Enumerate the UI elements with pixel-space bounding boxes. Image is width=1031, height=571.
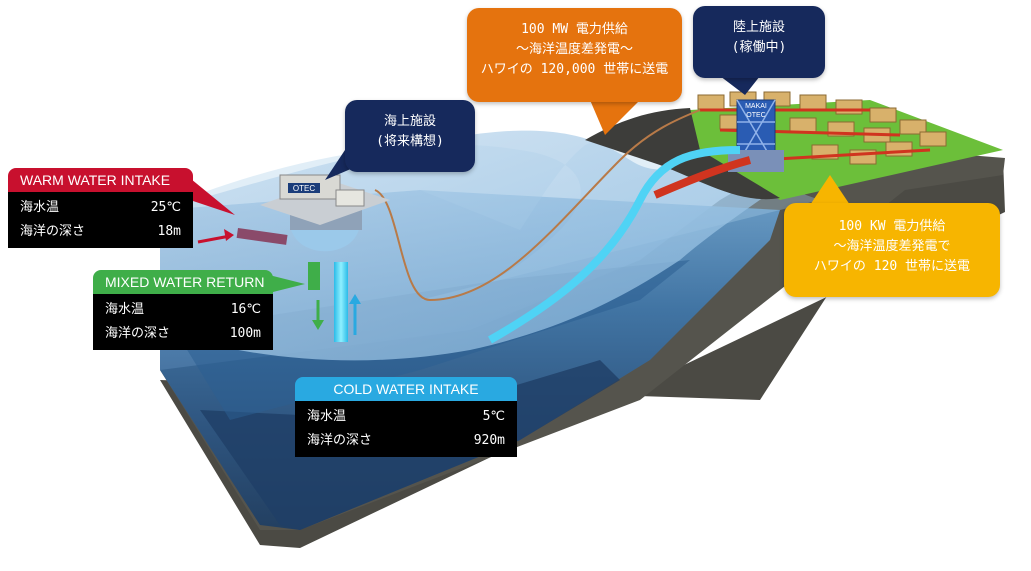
mixed-panel-title: MIXED WATER RETURN [93, 270, 273, 294]
mixed-depth-row: 海洋の深さ 100m [105, 322, 261, 346]
mixed-depth-label: 海洋の深さ [105, 326, 171, 341]
warm-panel-title: WARM WATER INTAKE [8, 168, 193, 192]
warm-temp-row: 海水温 25℃ [20, 196, 181, 220]
mixed-return-pipe [308, 262, 320, 290]
power-supply-large-callout: 100 MW 電力供給 ～海洋温度差発電～ ハワイの 120,000 世帯に送電 [467, 8, 682, 102]
warm-intake-pipe [236, 228, 288, 245]
power-large-line-3: ハワイの 120,000 世帯に送電 [480, 62, 669, 77]
offshore-line-2: (将来構想) [376, 134, 444, 149]
onshore-line-2: (稼働中) [731, 40, 787, 55]
warm-depth-label: 海洋の深さ [20, 224, 86, 239]
warm-water-pipe-main [653, 156, 752, 199]
platform-power-cable [374, 109, 701, 302]
cold-temp-value: 5℃ [482, 409, 505, 424]
warm-depth-value: 18m [157, 224, 181, 239]
onshore-tower: MAKAI OTEC [728, 99, 784, 172]
yellow-callout-pointer [810, 175, 850, 205]
offshore-line-1: 海上施設 [383, 114, 436, 129]
mixed-panel-pointer [265, 274, 305, 294]
cold-water-intake-panel: COLD WATER INTAKE 海水温 5℃ 海洋の深さ 920m [295, 377, 517, 457]
orange-callout-pointer [590, 100, 640, 135]
cold-intake-pipe [334, 262, 348, 342]
warm-water-intake-panel: WARM WATER INTAKE 海水温 25℃ 海洋の深さ 18m [8, 168, 193, 248]
mixed-return-arrow [312, 300, 324, 330]
warm-temp-label: 海水温 [20, 200, 60, 215]
cold-temp-row: 海水温 5℃ [307, 405, 505, 429]
mixed-panel-body: 海水温 16℃ 海洋の深さ 100m [93, 294, 273, 350]
cold-depth-row: 海洋の深さ 920m [307, 429, 505, 453]
cold-depth-value: 920m [473, 433, 505, 448]
tower-logo-bottom: OTEC [746, 112, 765, 119]
cold-water-pipe-main [488, 146, 741, 344]
power-large-line-2: ～海洋温度差発電～ [515, 42, 633, 57]
road [585, 108, 780, 200]
tower-logo-top: MAKAI [745, 103, 767, 110]
offshore-facility-callout: 海上施設 (将来構想) [345, 100, 475, 172]
mixed-temp-value: 16℃ [230, 302, 261, 317]
cold-intake-arrow [349, 294, 361, 335]
warm-temp-value: 25℃ [150, 200, 181, 215]
onshore-facility-callout: 陸上施設 (稼働中) [693, 6, 825, 78]
mixed-temp-row: 海水温 16℃ [105, 298, 261, 322]
cold-temp-label: 海水温 [307, 409, 347, 424]
warm-intake-arrow [197, 229, 234, 244]
cold-panel-title: COLD WATER INTAKE [295, 377, 517, 401]
power-small-line-1: 100 KW 電力供給 [838, 219, 946, 234]
platform-logo: OTEC [293, 184, 315, 193]
power-supply-small-callout: 100 KW 電力供給 ～海洋温度差発電で ハワイの 120 世帯に送電 [784, 203, 1000, 297]
power-large-line-1: 100 MW 電力供給 [521, 22, 628, 37]
onshore-line-1: 陸上施設 [732, 20, 785, 35]
power-small-line-2: ～海洋温度差発電で [833, 239, 951, 254]
warm-panel-body: 海水温 25℃ 海洋の深さ 18m [8, 192, 193, 248]
offshore-platform: OTEC [260, 174, 390, 252]
mixed-temp-label: 海水温 [105, 302, 145, 317]
cold-panel-body: 海水温 5℃ 海洋の深さ 920m [295, 401, 517, 457]
power-small-line-3: ハワイの 120 世帯に送電 [813, 259, 971, 274]
mixed-water-return-panel: MIXED WATER RETURN 海水温 16℃ 海洋の深さ 100m [93, 270, 273, 350]
warm-panel-pointer [180, 170, 235, 215]
mixed-depth-value: 100m [229, 326, 261, 341]
onshore-callout-pointer [720, 76, 760, 95]
cold-depth-label: 海洋の深さ [307, 433, 373, 448]
warm-depth-row: 海洋の深さ 18m [20, 220, 181, 244]
